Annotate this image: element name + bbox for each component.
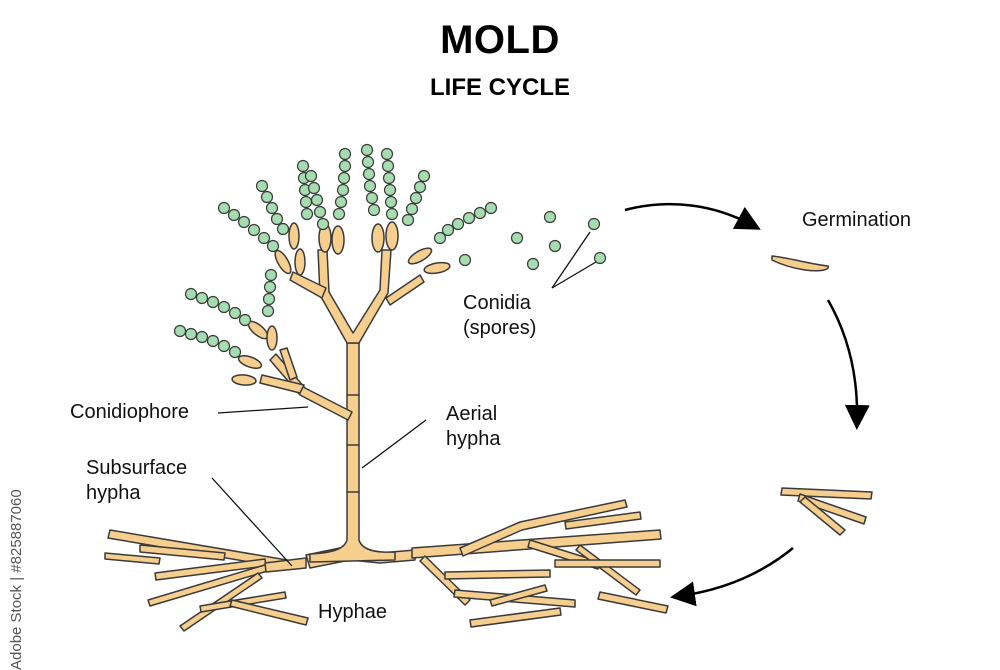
aerial-hypha-label-line1: Aerial	[446, 403, 498, 425]
leader-lines	[211, 231, 597, 567]
phialides	[231, 221, 451, 386]
spore-chain	[360, 143, 381, 217]
conidiophore-label: Conidiophore	[70, 401, 189, 423]
spore-chain	[173, 324, 242, 359]
conidia-label-line2: (spores)	[463, 317, 537, 339]
spore-chain	[332, 147, 352, 221]
spore-chain	[184, 287, 252, 327]
spore-chain	[255, 179, 290, 236]
germination-label: Germination	[802, 209, 911, 231]
young-hypha	[780, 487, 873, 536]
arrow-to-young-hypha	[826, 299, 870, 430]
hyphae-label: Hyphae	[318, 601, 387, 623]
stock-watermark: Adobe Stock | #825887060	[8, 489, 25, 670]
subsurface-hypha-label: Subsurface hypha	[86, 456, 187, 506]
spore-chain	[261, 268, 278, 318]
aerial-hypha	[309, 342, 396, 563]
aerial-hypha-label: Aerial hypha	[446, 402, 501, 452]
spore-chains	[173, 143, 498, 359]
spore-chain	[380, 147, 399, 221]
spore-chain	[458, 253, 472, 267]
cycle-arrows	[624, 202, 870, 607]
subsurface-hypha-label-line1: Subsurface	[86, 457, 188, 479]
spore-chain	[304, 169, 330, 231]
conidia-leader	[551, 261, 597, 289]
arrow-to-germination	[624, 202, 761, 230]
conidia-label: Conidia (spores)	[463, 291, 536, 341]
aerial-hypha-leader	[361, 419, 427, 469]
spore-chain	[433, 201, 498, 245]
germinating-spore	[771, 255, 829, 272]
conidiophore	[231, 221, 451, 421]
spore-chain	[401, 169, 431, 227]
diagram-title: MOLD	[440, 18, 560, 62]
diagram-subtitle: LIFE CYCLE	[429, 74, 570, 101]
conidia-label-line1: Conidia	[463, 292, 531, 314]
aerial-hypha-label-line2: hypha	[446, 428, 501, 450]
spore-chain	[217, 201, 280, 253]
hyphae-right	[411, 499, 669, 628]
subsurface-hypha-label-line2: hypha	[86, 482, 141, 504]
hyphae-left	[104, 529, 309, 632]
conidiophore-leader	[217, 406, 309, 414]
conidia-leader	[551, 231, 591, 289]
free-conidia	[510, 210, 607, 271]
arrow-to-hyphae	[670, 547, 794, 607]
subsurface-hypha-leader	[211, 477, 293, 567]
